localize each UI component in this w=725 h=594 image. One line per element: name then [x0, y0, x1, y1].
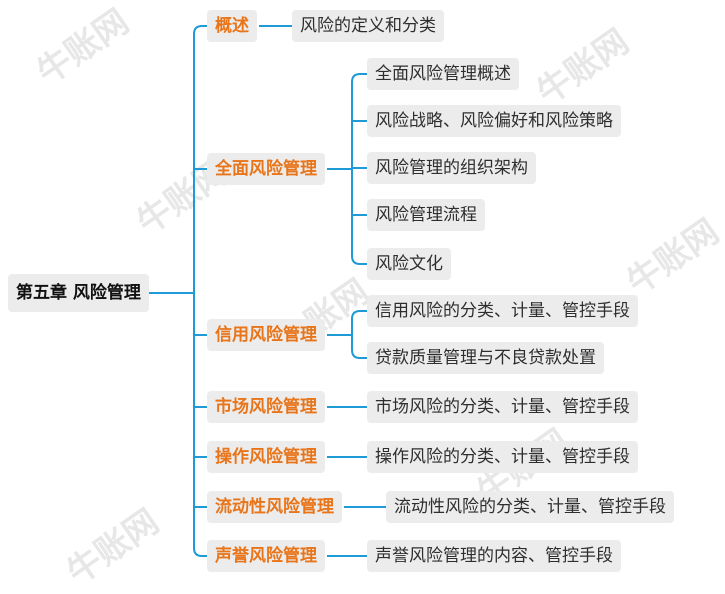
branch-market-risk: 市场风险管理: [207, 391, 325, 423]
leaf-item: 风险管理流程: [367, 199, 485, 231]
leaf-item: 全面风险管理概述: [367, 58, 519, 90]
leaf-item: 贷款质量管理与不良贷款处置: [367, 342, 604, 374]
branch-credit-risk: 信用风险管理: [207, 319, 325, 351]
leaf-item: 市场风险的分类、计量、管控手段: [367, 391, 638, 423]
branch-overview: 概述: [207, 10, 257, 42]
branch-reputation-risk: 声誉风险管理: [207, 540, 325, 572]
connector-line: [351, 310, 361, 359]
branch-liquidity-risk: 流动性风险管理: [207, 491, 342, 523]
leaf-item: 操作风险的分类、计量、管控手段: [367, 441, 638, 473]
connector-line: [193, 25, 203, 557]
leaf-item: 信用风险的分类、计量、管控手段: [367, 295, 638, 327]
leaf-item: 风险的定义和分类: [292, 10, 444, 42]
leaf-item: 风险文化: [367, 248, 451, 280]
leaf-item: 风险战略、风险偏好和风险策略: [367, 105, 621, 137]
leaf-item: 声誉风险管理的内容、管控手段: [367, 540, 621, 572]
branch-operational-risk: 操作风险管理: [207, 441, 325, 473]
leaf-item: 风险管理的组织架构: [367, 152, 536, 184]
branch-comprehensive-risk: 全面风险管理: [207, 153, 325, 185]
root-node: 第五章 风险管理: [8, 274, 149, 312]
leaf-item: 流动性风险的分类、计量、管控手段: [386, 491, 674, 523]
